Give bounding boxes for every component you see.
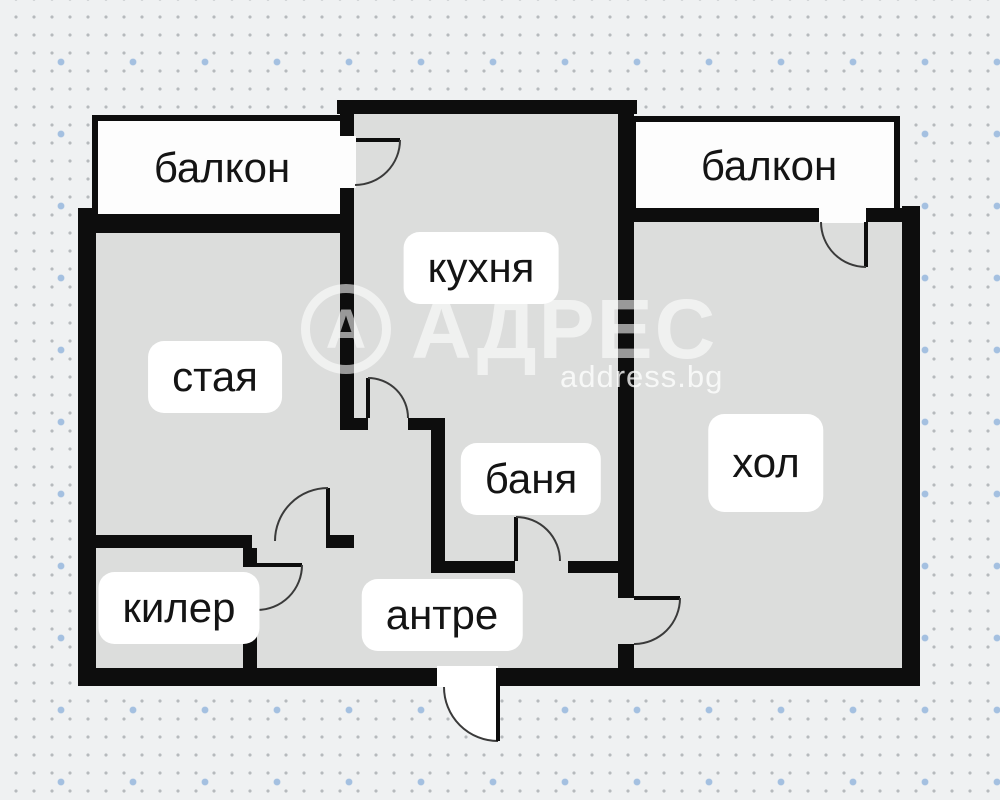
room-label-kitchen: кухня (403, 232, 559, 304)
wall-bedroom-top (78, 217, 354, 233)
kitchen-floor (340, 114, 634, 224)
door-living-balcony (819, 205, 868, 268)
wall-center-vertical-lower (618, 644, 634, 670)
wall-living-top (634, 208, 920, 222)
room-label-balcony-left: балкон (153, 144, 291, 191)
wall-outer-left (78, 208, 96, 686)
door-bathroom (514, 516, 561, 562)
wall-kitchen-left-upper (340, 100, 354, 140)
door-swing-arc (443, 686, 499, 742)
door-bedroom (274, 487, 330, 542)
wall-closet-right-upper (243, 548, 257, 567)
door-entrance (437, 666, 500, 742)
wall-outer-right (902, 206, 920, 686)
door-swing-arc (367, 377, 409, 419)
door-swing-arc (515, 516, 561, 562)
room-label-entry: антре (361, 579, 523, 651)
wall-bath-bottom-left (431, 561, 515, 573)
door-swing-area (444, 687, 498, 741)
room-label-living-room: хол (708, 414, 824, 512)
door-kitchen-entry (366, 377, 409, 419)
wall-kitchen-left-lower (340, 186, 354, 430)
wall-kitchen-top (337, 100, 637, 114)
room-label-bathroom: баня (460, 443, 602, 515)
door-kitchen-balcony (338, 136, 401, 188)
wall-kitchen-bottom-left (340, 418, 368, 430)
door-living (633, 596, 681, 645)
door-swing-arc (820, 221, 867, 268)
door-swing-arc (354, 139, 401, 186)
door-opening (437, 666, 498, 687)
door-swing-arc (274, 487, 329, 542)
wall-center-vertical-upper (618, 100, 634, 598)
room-label-closet: килер (98, 572, 260, 644)
door-swing-arc (256, 564, 303, 611)
room-label-balcony-right: балкон (700, 142, 838, 189)
door-swing-arc (633, 597, 681, 645)
door-opening (338, 136, 356, 188)
doors (256, 136, 868, 742)
wall-bedroom-bottom (78, 535, 252, 548)
wall-bath-bottom-right (568, 561, 634, 573)
wall-bath-left (431, 418, 445, 573)
door-closet (256, 563, 303, 611)
wall-bedroom-bottom-foot (326, 535, 354, 548)
room-label-bedroom: стая (148, 341, 282, 413)
door-opening (819, 205, 866, 223)
